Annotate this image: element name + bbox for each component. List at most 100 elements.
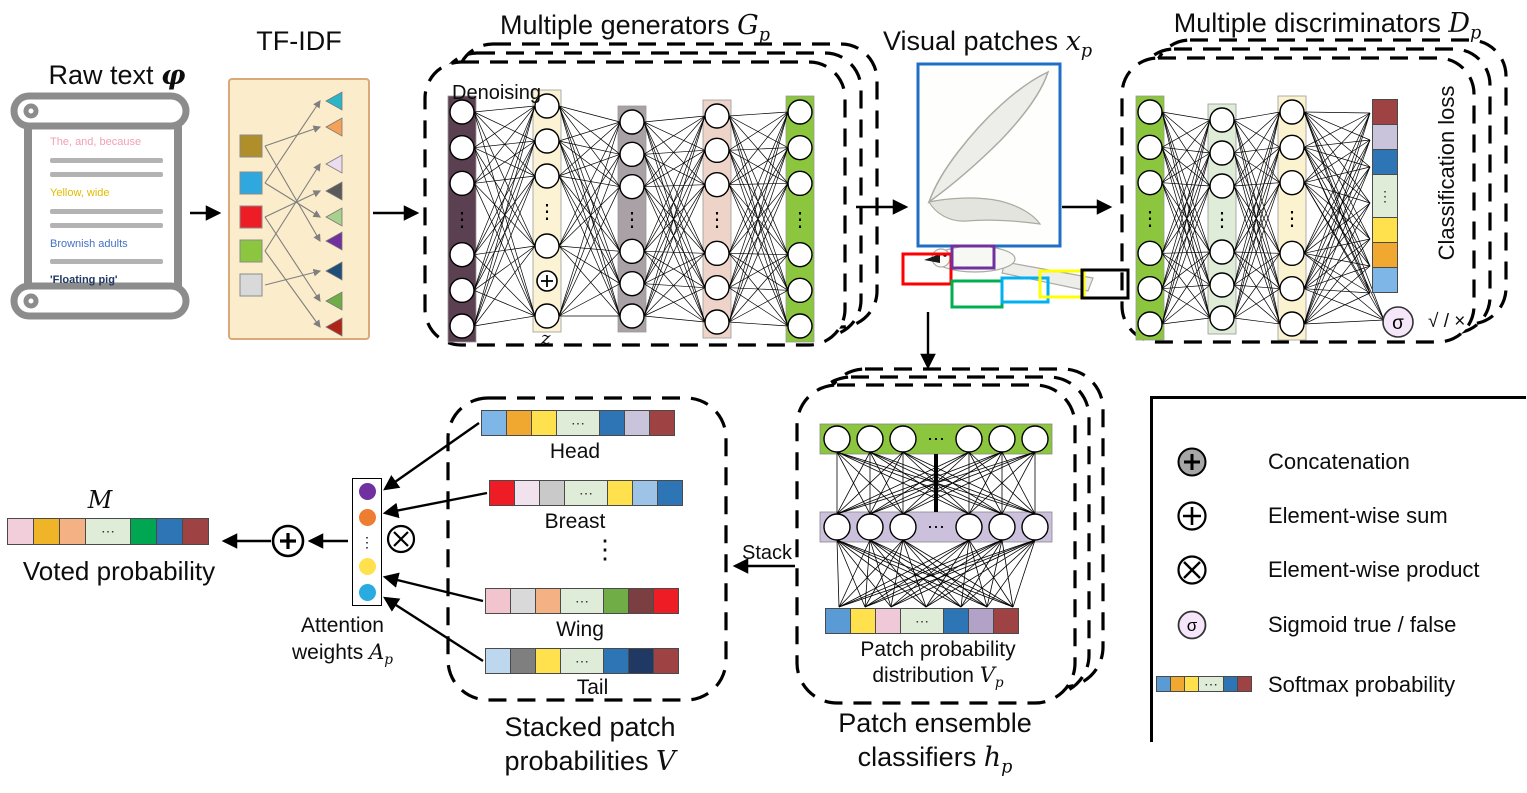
softmax-cell bbox=[485, 648, 511, 674]
legend-frame bbox=[1150, 396, 1526, 742]
neuron bbox=[1209, 140, 1235, 166]
edge-line bbox=[728, 182, 789, 186]
edge-line bbox=[643, 115, 706, 317]
tfidf-word-square bbox=[239, 273, 263, 297]
scroll-bar-line bbox=[50, 259, 163, 265]
edge-line bbox=[558, 245, 621, 284]
softmax-cell bbox=[968, 608, 994, 634]
edge-line bbox=[643, 253, 706, 284]
softmax-cell bbox=[628, 648, 654, 674]
edge-line bbox=[1233, 182, 1281, 319]
tfidf-arrow bbox=[264, 125, 322, 147]
legend-label-concatenation: Concatenation bbox=[1268, 449, 1410, 474]
edge-line bbox=[890, 539, 1003, 608]
edge-line bbox=[473, 105, 536, 291]
edge-line bbox=[728, 150, 789, 255]
neuron bbox=[704, 171, 730, 198]
neuron bbox=[955, 513, 983, 541]
neuron bbox=[449, 277, 475, 304]
edge-line bbox=[558, 140, 621, 187]
vdots-icon: ⋮ bbox=[622, 209, 642, 231]
classification-loss-label: Classification loss bbox=[1434, 85, 1459, 261]
edge-line bbox=[728, 253, 789, 291]
edge-line bbox=[1233, 185, 1281, 325]
attention-weight-circle bbox=[358, 483, 376, 500]
edge-line bbox=[558, 175, 621, 252]
edge-line bbox=[1233, 185, 1281, 254]
edge-line bbox=[643, 315, 706, 323]
patch-box bbox=[1080, 268, 1130, 300]
flow-arrow bbox=[383, 422, 480, 491]
edge-line bbox=[558, 154, 621, 177]
edge-line bbox=[1303, 147, 1371, 267]
softmax-cell bbox=[875, 608, 901, 634]
edge-line bbox=[1303, 112, 1371, 183]
edge-line bbox=[643, 186, 706, 288]
neuron bbox=[1137, 240, 1163, 267]
softmax-cell bbox=[33, 518, 60, 545]
vdots-icon: ⋮ bbox=[1140, 208, 1160, 230]
edge-line bbox=[558, 140, 621, 284]
edge-line bbox=[864, 539, 1036, 608]
edge-line bbox=[968, 539, 1014, 608]
edge-line bbox=[960, 539, 1003, 608]
neuron bbox=[955, 425, 983, 453]
neuron bbox=[619, 141, 645, 168]
neuron bbox=[1209, 239, 1235, 265]
edge-line bbox=[1303, 166, 1371, 184]
edge-line bbox=[1161, 182, 1211, 253]
scroll-top-curl-icon bbox=[23, 103, 39, 119]
generators-title-sub: p bbox=[758, 25, 770, 46]
discriminators-title: Multiple discriminators Dp bbox=[1155, 8, 1500, 43]
softmax-cell bbox=[1170, 676, 1185, 692]
edge-line bbox=[1161, 111, 1211, 187]
softmax-cell bbox=[506, 410, 532, 436]
ensemble-title-line2-sub: p bbox=[1001, 757, 1013, 778]
edge-line bbox=[1001, 539, 1014, 608]
edge-line bbox=[1303, 166, 1371, 325]
edge-line bbox=[1161, 251, 1211, 289]
tfidf-arrow bbox=[264, 268, 322, 286]
edge-line bbox=[728, 183, 789, 323]
edge-line bbox=[1303, 252, 1371, 267]
tfidf-weight-triangle bbox=[325, 317, 343, 337]
edge-line bbox=[473, 105, 536, 113]
edge-line bbox=[1233, 147, 1281, 319]
edge-line bbox=[473, 105, 536, 184]
edge-line bbox=[1303, 265, 1371, 289]
edge-line bbox=[728, 184, 789, 327]
edge-line bbox=[1161, 253, 1211, 286]
softmax-cell bbox=[182, 518, 209, 545]
edge-line bbox=[558, 154, 621, 247]
edge-line bbox=[1303, 288, 1385, 321]
edge-line bbox=[728, 150, 789, 184]
vdots-icon: ⋮ bbox=[707, 209, 727, 231]
softmax-cell bbox=[1372, 124, 1398, 150]
edge-line bbox=[1303, 111, 1371, 114]
patch-box bbox=[950, 279, 1004, 309]
edge-line bbox=[558, 121, 621, 247]
denoising-label: Denoising bbox=[452, 82, 541, 104]
edge-line bbox=[728, 254, 789, 323]
edge-line bbox=[1303, 111, 1371, 294]
neuron bbox=[787, 313, 813, 339]
edge-line bbox=[1303, 139, 1371, 289]
dashed-box bbox=[446, 396, 728, 702]
edge-line bbox=[1161, 111, 1211, 319]
edge-line bbox=[1161, 152, 1211, 325]
edge-line bbox=[558, 186, 621, 247]
neuron bbox=[856, 425, 884, 453]
edge-line bbox=[1303, 292, 1371, 325]
edge-line bbox=[558, 245, 621, 252]
softmax-cell bbox=[1372, 242, 1398, 268]
neuron bbox=[988, 513, 1016, 541]
product-icon bbox=[1177, 555, 1207, 585]
neuron bbox=[1279, 240, 1305, 267]
edge-line bbox=[473, 245, 536, 327]
softmax-cell bbox=[607, 480, 633, 506]
neuron bbox=[1137, 99, 1163, 125]
neuron bbox=[1279, 311, 1305, 337]
edge-line bbox=[890, 539, 970, 608]
edge-line bbox=[1161, 317, 1211, 325]
attention-weight-circle bbox=[358, 509, 376, 526]
